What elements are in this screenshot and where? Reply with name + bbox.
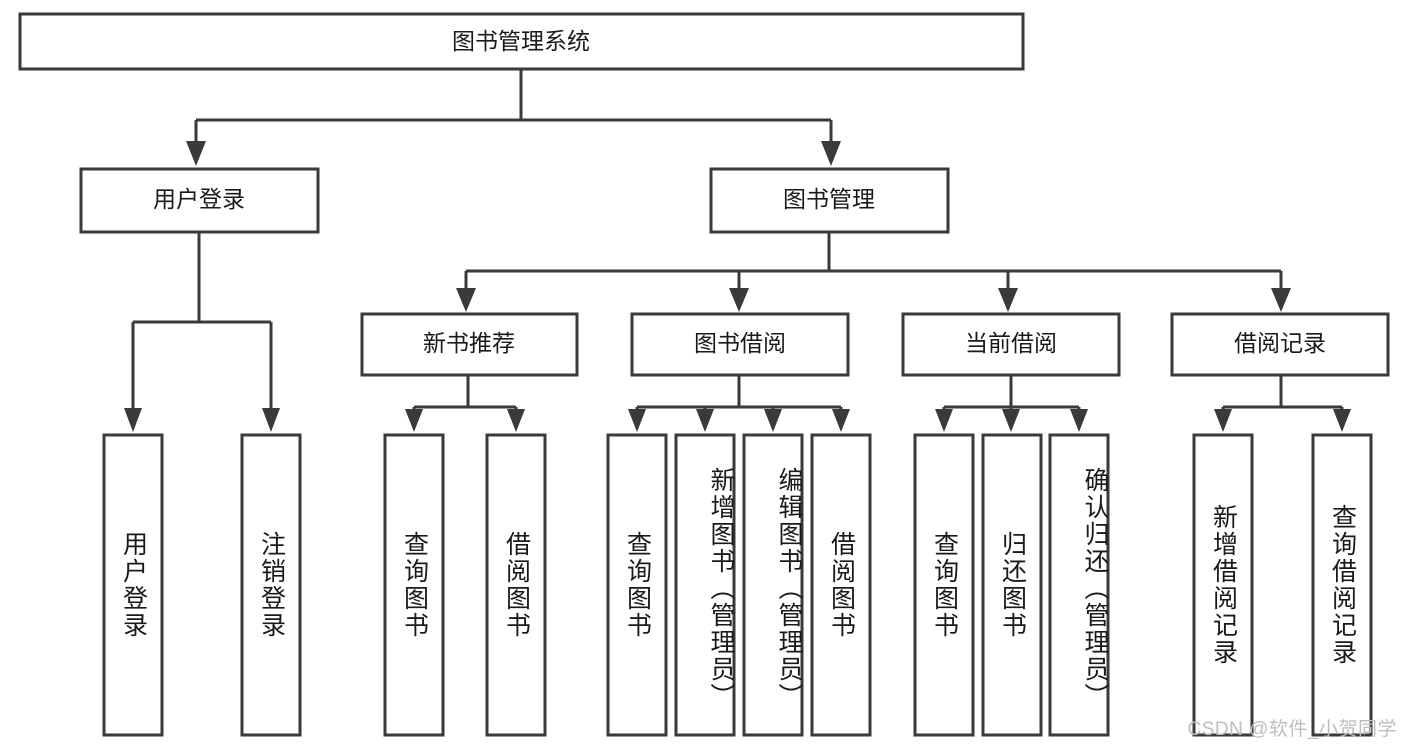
arrow-head-userlogin (186, 141, 206, 166)
arrow-head-new-book-rec (456, 288, 476, 312)
connector-group-borrow-record (1214, 375, 1351, 432)
node-user-login-label: 用户登录 (153, 186, 245, 212)
node-current-borrow[interactable]: 当前借阅 (901, 312, 1121, 377)
leaf-box-l-add-book[interactable] (674, 433, 736, 737)
arrow-head-l-user-login (124, 408, 142, 432)
leaf-box-l-query-record[interactable] (1311, 433, 1373, 737)
leaf-box-l-add-record[interactable] (1192, 433, 1254, 737)
leaf-box-l-confirm-return[interactable] (1048, 433, 1110, 737)
node-root-label: 图书管理系统 (452, 28, 590, 54)
connector-group-current-borrow (935, 375, 1088, 432)
node-user-login[interactable]: 用户登录 (79, 167, 320, 234)
arrow-head-l-edit-book (764, 409, 782, 432)
csdn-watermark: CSDN @软件_小贺同学 (1187, 719, 1397, 740)
leaf-box-l-borrow-book[interactable] (810, 433, 872, 737)
leaf-box-l-query-book-rec[interactable] (383, 433, 445, 737)
node-new-book-rec-box[interactable] (360, 312, 579, 377)
node-book-mgmt-box[interactable] (709, 167, 950, 234)
node-book-borrow[interactable]: 图书借阅 (630, 312, 850, 377)
leaf-box-l-user-login[interactable] (102, 433, 164, 737)
leaf-box-l-query-book[interactable] (606, 433, 668, 737)
node-root[interactable]: 图书管理系统 (18, 12, 1025, 71)
arrow-head-l-return-book (1002, 409, 1020, 432)
arrow-head-l-borrow-book (832, 409, 850, 432)
node-borrow-record-box[interactable] (1170, 312, 1390, 377)
leaf-box-l-return-book[interactable] (981, 433, 1043, 737)
node-user-login-box[interactable] (79, 167, 320, 234)
node-new-book-rec-label: 新书推荐 (423, 330, 515, 356)
node-root-box[interactable] (18, 12, 1025, 71)
arrow-head-book-borrow (729, 288, 749, 312)
arrow-head-l-add-book (696, 409, 714, 432)
arrow-head-l-user-logout (262, 408, 280, 432)
connector-group-new-book-rec (405, 375, 525, 432)
node-book-mgmt-label: 图书管理 (783, 186, 875, 212)
leaf-box-l-borrow-book-rec[interactable] (485, 433, 547, 737)
leaf-box-l-edit-book[interactable] (742, 433, 804, 737)
arrow-head-l-borrow-book-rec (507, 409, 525, 432)
node-current-borrow-box[interactable] (901, 312, 1121, 377)
leaf-box-group (102, 433, 1373, 737)
arrow-head-l-query-book-rec (405, 409, 423, 432)
arrow-head-l-confirm-return (1070, 409, 1088, 432)
node-new-book-rec[interactable]: 新书推荐 (360, 312, 579, 377)
arrow-head-bookmgmt (821, 141, 841, 166)
leaf-box-l-query-book-cur[interactable] (913, 433, 975, 737)
connector-group-userlogin (124, 232, 280, 432)
arrow-head-current-borrow (998, 288, 1018, 312)
arrow-head-l-query-book-cur (935, 409, 953, 432)
connector-group-bookmgmt (456, 232, 1291, 312)
node-current-borrow-label: 当前借阅 (965, 330, 1057, 356)
node-book-borrow-box[interactable] (630, 312, 850, 377)
arrow-head-l-add-record (1214, 409, 1232, 432)
arrow-head-borrow-record (1271, 288, 1291, 312)
node-borrow-record[interactable]: 借阅记录 (1170, 312, 1390, 377)
node-book-mgmt[interactable]: 图书管理 (709, 167, 950, 234)
node-borrow-record-label: 借阅记录 (1234, 330, 1326, 356)
arrow-head-l-query-record (1333, 409, 1351, 432)
arrow-head-l-query-book (628, 409, 646, 432)
connector-group-root (186, 69, 841, 166)
node-book-borrow-label: 图书借阅 (694, 330, 786, 356)
leaf-box-l-user-logout[interactable] (240, 433, 302, 737)
connector-group-book-borrow (628, 375, 850, 432)
